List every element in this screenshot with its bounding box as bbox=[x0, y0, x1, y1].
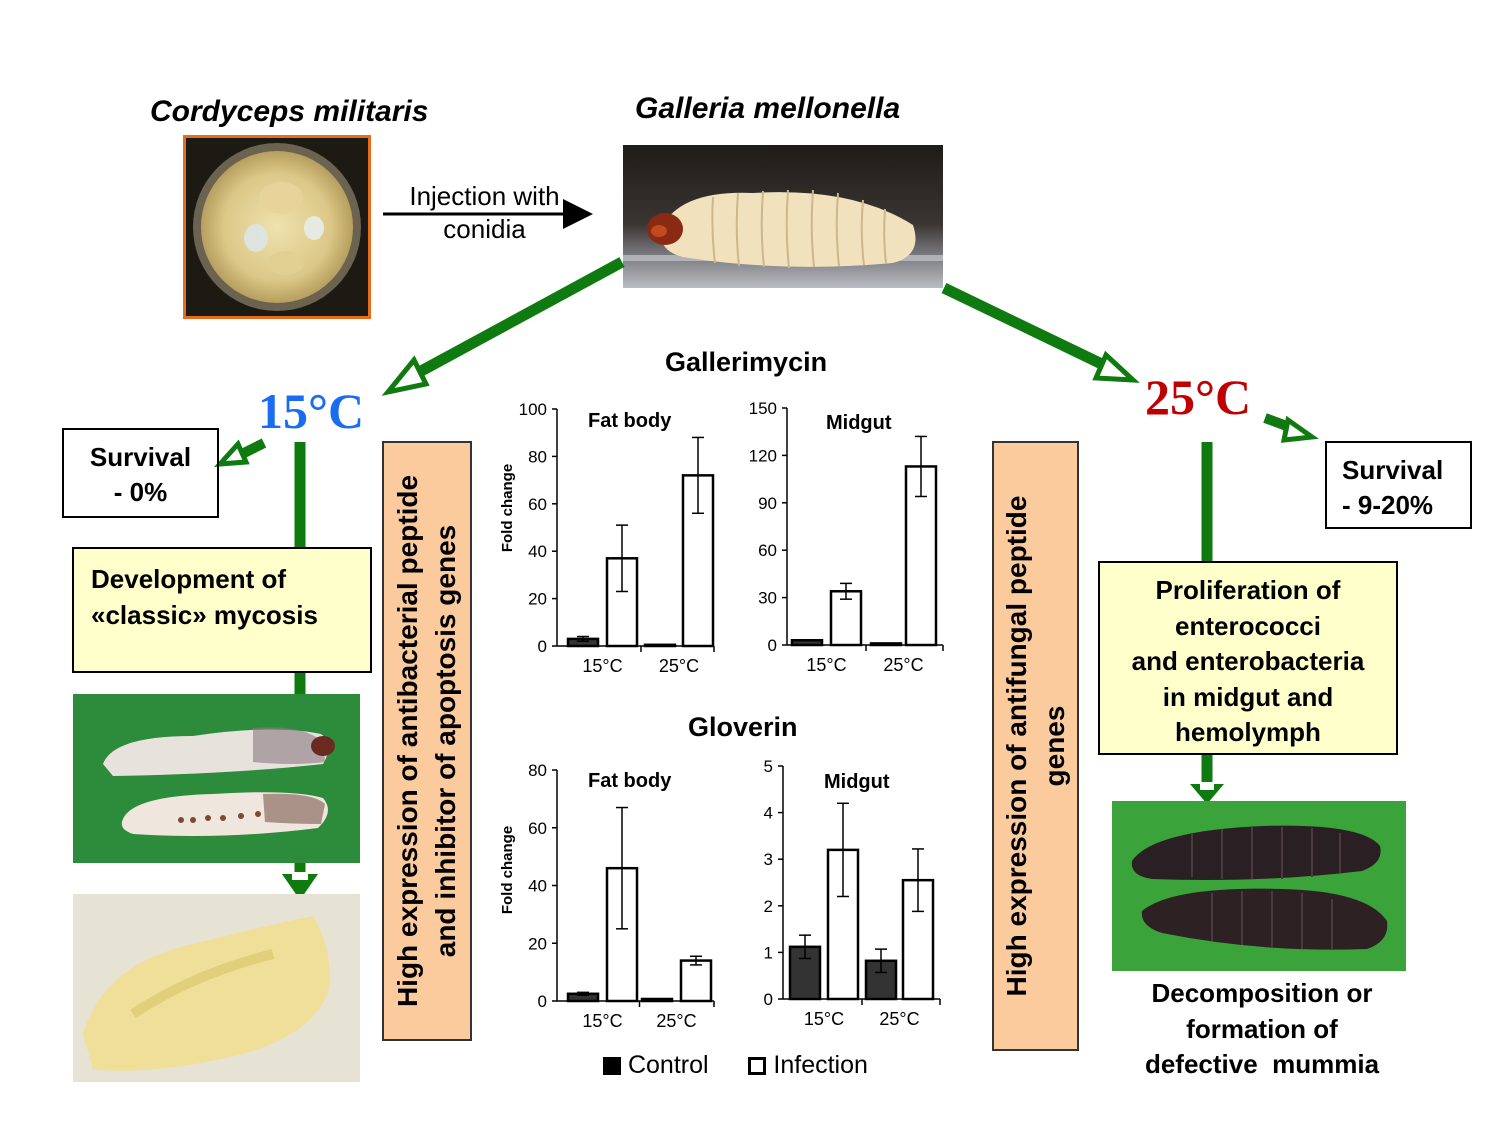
chart4-title: Midgut bbox=[824, 771, 890, 793]
chart2-y-tick-label: 0 bbox=[768, 636, 777, 655]
arrow-left-vertical bbox=[282, 442, 318, 900]
chart1-x-tick-label: 15°C bbox=[582, 656, 622, 676]
gallerimycin-title: Gallerimycin bbox=[665, 347, 828, 377]
chart2-y-tick-label: 60 bbox=[758, 541, 777, 560]
arrow-to-25c bbox=[941, 283, 1140, 383]
chart4-y-tick-label: 3 bbox=[764, 850, 773, 869]
chart3-y-tick-label: 0 bbox=[538, 992, 547, 1011]
proliferation-line4: in midgut and bbox=[1162, 681, 1334, 712]
chart3-y-tick-label: 40 bbox=[528, 877, 547, 896]
larva-photo bbox=[623, 145, 943, 288]
chart2-title: Midgut bbox=[826, 412, 892, 434]
mycosis-box: Development of «classic» mycosis bbox=[72, 547, 372, 673]
chart4-bar-infection bbox=[901, 878, 935, 1001]
chart3-bar-infection bbox=[679, 959, 713, 1003]
chart1-bar-control bbox=[643, 643, 677, 648]
temp-25c: 25°C bbox=[1145, 369, 1252, 425]
chart1-y-tick-label: 80 bbox=[528, 447, 547, 466]
chart4-y-tick-label: 1 bbox=[764, 943, 773, 962]
chart3-y-tick-label: 80 bbox=[528, 761, 547, 780]
chart1-y-tick-label: 60 bbox=[528, 495, 547, 514]
mycosis-larva-photo bbox=[73, 894, 360, 1082]
chart2-bar-control bbox=[869, 642, 903, 647]
petri-dish-photo bbox=[183, 135, 371, 319]
chart1-title: Fat body bbox=[588, 410, 672, 432]
mummia-image bbox=[1112, 801, 1406, 971]
larva-image bbox=[623, 189, 943, 269]
chart3-y-tick-label: 20 bbox=[528, 934, 547, 953]
chart4-y-tick-label: 2 bbox=[764, 897, 773, 916]
survival-left-box: Survival - 0% bbox=[62, 428, 219, 518]
chart3-x-tick-label: 25°C bbox=[656, 1011, 696, 1031]
larvae-15c-image bbox=[73, 694, 360, 863]
proliferation-box: Proliferation of enterococci and enterob… bbox=[1098, 561, 1398, 755]
legend-infection-swatch bbox=[748, 1057, 767, 1075]
host-title: Galleria mellonella bbox=[635, 92, 901, 125]
injection-label-line1: Injection with bbox=[409, 181, 560, 211]
survival-right-box: Survival - 9-20% bbox=[1325, 441, 1472, 529]
proliferation-line5: hemolymph bbox=[1175, 717, 1321, 747]
mummia-photo bbox=[1112, 801, 1406, 971]
final-line3: defective mummia bbox=[1144, 1049, 1380, 1079]
survival-right-line1: Survival bbox=[1342, 455, 1444, 485]
mycosis-line1: Development of bbox=[91, 564, 287, 594]
proliferation-line1: Proliferation of bbox=[1155, 575, 1341, 605]
chart1-y-tick-label: 40 bbox=[528, 542, 547, 561]
temp-15c: 15°C bbox=[258, 383, 365, 439]
chart2-y-tick-label: 150 bbox=[749, 399, 777, 418]
chart3-y-label: Fold change bbox=[499, 826, 516, 914]
arrow-to-15c bbox=[381, 257, 625, 396]
chart2-x-tick-label: 25°C bbox=[883, 655, 923, 675]
final-line1: Decomposition or bbox=[1151, 978, 1373, 1008]
arrow-right-vertical bbox=[1190, 442, 1224, 804]
chart4-y-tick-label: 4 bbox=[764, 804, 773, 823]
injection-label-line2: conidia bbox=[443, 214, 526, 244]
chart3-x-tick-label: 15°C bbox=[582, 1011, 622, 1031]
fungus-title: Cordyceps militaris bbox=[150, 95, 429, 128]
gloverin-title: Gloverin bbox=[688, 712, 798, 742]
legend-control-swatch bbox=[603, 1057, 621, 1075]
final-line2: formation of bbox=[1186, 1013, 1338, 1044]
chart1-y-tick-label: 20 bbox=[528, 590, 547, 609]
larvae-15c-photo bbox=[73, 694, 360, 863]
mycosis-larva-image bbox=[73, 894, 360, 1082]
legend-infection-label: Infection bbox=[773, 1051, 868, 1079]
chart4-y-tick-label: 0 bbox=[764, 990, 773, 1009]
proliferation-line2: enterococci bbox=[1175, 610, 1321, 641]
chart3-y-tick-label: 60 bbox=[528, 819, 547, 838]
antibacterial-band: High expression of antibacterial peptide… bbox=[382, 441, 472, 1041]
chart4-y-tick-label: 5 bbox=[764, 757, 773, 776]
chart4-x-tick-label: 15°C bbox=[804, 1009, 844, 1029]
proliferation-line3: and enterobacteria bbox=[1131, 646, 1365, 676]
chart1-x-tick-label: 25°C bbox=[659, 656, 699, 676]
petri-dish-image bbox=[193, 143, 361, 311]
survival-right-line2: - 9-20% bbox=[1342, 490, 1434, 520]
chart1-y-tick-label: 0 bbox=[538, 637, 547, 656]
legend: Control Infection bbox=[603, 1051, 868, 1080]
chart3-title: Fat body bbox=[588, 770, 672, 792]
injection-label: Injection with conidia bbox=[392, 180, 577, 246]
survival-left-line1: Survival bbox=[89, 442, 192, 472]
chart4-x-tick-label: 25°C bbox=[879, 1009, 919, 1029]
arrow-to-survival-right bbox=[1263, 413, 1319, 443]
final-outcome: Decomposition or formation of defective … bbox=[1112, 976, 1412, 1083]
antifungal-band: High expression of antifungal peptide ge… bbox=[992, 441, 1079, 1051]
chart3-bar-control bbox=[640, 997, 674, 1003]
mycosis-line2: «classic» mycosis bbox=[91, 600, 318, 630]
chart2-y-tick-label: 90 bbox=[758, 494, 777, 513]
chart1-y-label: Fold change bbox=[499, 464, 516, 552]
chart2-x-tick-label: 15°C bbox=[806, 655, 846, 675]
survival-left-line2: - 0% bbox=[113, 477, 168, 507]
chart2-y-tick-label: 30 bbox=[758, 589, 777, 608]
chart2-bar-infection bbox=[829, 590, 863, 647]
arrow-to-survival-left bbox=[213, 438, 267, 467]
chart2-bar-control bbox=[790, 639, 824, 647]
chart1-y-tick-label: 100 bbox=[519, 400, 547, 419]
chart2-y-tick-label: 120 bbox=[749, 446, 777, 465]
legend-control-label: Control bbox=[627, 1051, 709, 1079]
